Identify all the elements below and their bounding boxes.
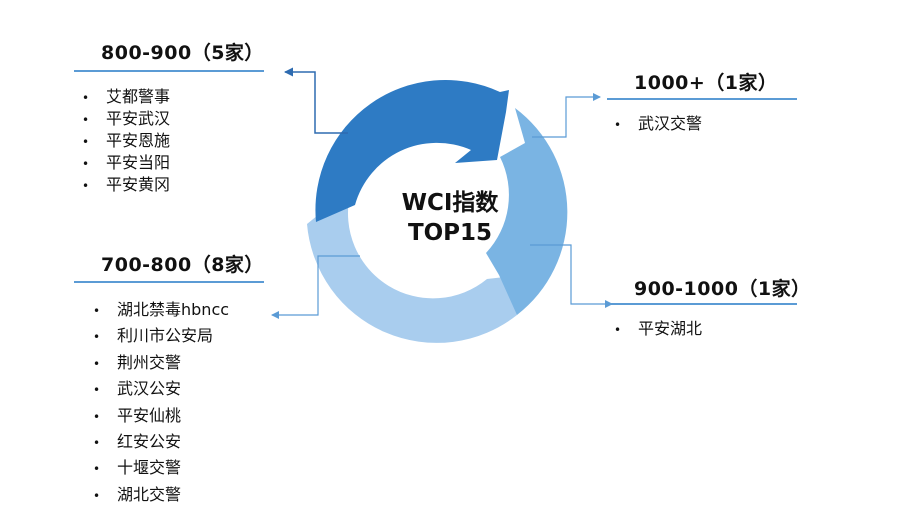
group-800-header: 800-900（5家）	[101, 42, 264, 64]
cycle-arrow-dark	[315, 79, 509, 222]
list-item: 平安仙桃	[93, 403, 229, 431]
center-title-line2: TOP15	[407, 220, 493, 246]
group-700-list: 湖北禁毒hbncc 利川市公安局 荆州交警 武汉公安 平安仙桃 红安公安 十堰交…	[93, 297, 229, 510]
connector-700	[271, 255, 360, 319]
list-item: 平安恩施	[82, 130, 170, 153]
list-item: 平安湖北	[614, 318, 702, 341]
connector-1000	[532, 93, 601, 138]
group-900-header: 900-1000（1家）	[634, 278, 811, 300]
center-title: WCI指数 TOP15	[390, 188, 510, 248]
group-1000-list: 武汉交警	[614, 113, 702, 136]
group-800-rule	[74, 70, 264, 72]
list-item: 平安武汉	[82, 108, 170, 131]
cycle-arrow-mid	[486, 108, 568, 315]
group-900-list: 平安湖北	[614, 318, 702, 341]
group-1000-header: 1000+（1家）	[634, 72, 778, 94]
list-item: 平安当阳	[82, 152, 170, 175]
list-item: 艾都警事	[82, 86, 170, 109]
list-item: 湖北交警	[93, 482, 229, 510]
group-800-list: 艾都警事 平安武汉 平安恩施 平安当阳 平安黄冈	[82, 86, 170, 197]
list-item: 利川市公安局	[93, 323, 229, 351]
cycle-arrow-light	[307, 195, 517, 343]
group-700-rule	[74, 281, 264, 283]
list-item: 荆州交警	[93, 350, 229, 378]
group-900-rule	[607, 303, 797, 305]
connector-900	[530, 244, 613, 308]
list-item: 湖北禁毒hbncc	[93, 297, 229, 325]
center-title-line1: WCI指数	[401, 190, 499, 216]
list-item: 红安公安	[93, 429, 229, 457]
group-700-header: 700-800（8家）	[101, 254, 264, 276]
list-item: 十堰交警	[93, 455, 229, 483]
connector-800	[284, 67, 348, 134]
list-item: 武汉公安	[93, 376, 229, 404]
list-item: 平安黄冈	[82, 174, 170, 197]
list-item: 武汉交警	[614, 113, 702, 136]
group-1000-rule	[607, 98, 797, 100]
